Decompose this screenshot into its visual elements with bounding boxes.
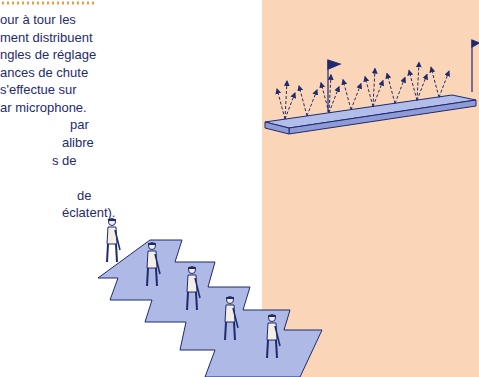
soldiers — [107, 219, 280, 359]
burst-arrows — [277, 62, 449, 119]
text-line: ngles de réglage — [0, 47, 96, 63]
text-line: alibre — [62, 135, 94, 151]
text-line: ment distribuent — [0, 30, 93, 46]
text-line: ar microphone. — [0, 100, 87, 116]
flags — [328, 40, 479, 112]
text-line: de — [77, 188, 91, 204]
text-line: s'effectue sur — [0, 82, 77, 98]
firing-platform — [98, 240, 322, 377]
target-board — [265, 95, 476, 134]
text-line: ances de chute — [0, 65, 88, 81]
dotted-rule — [2, 2, 96, 5]
text-line: s de — [52, 153, 77, 169]
text-line: par — [70, 117, 89, 133]
text-line: our à tour les — [0, 12, 76, 28]
text-line: éclatent). — [62, 205, 115, 221]
background-panel — [262, 0, 479, 377]
